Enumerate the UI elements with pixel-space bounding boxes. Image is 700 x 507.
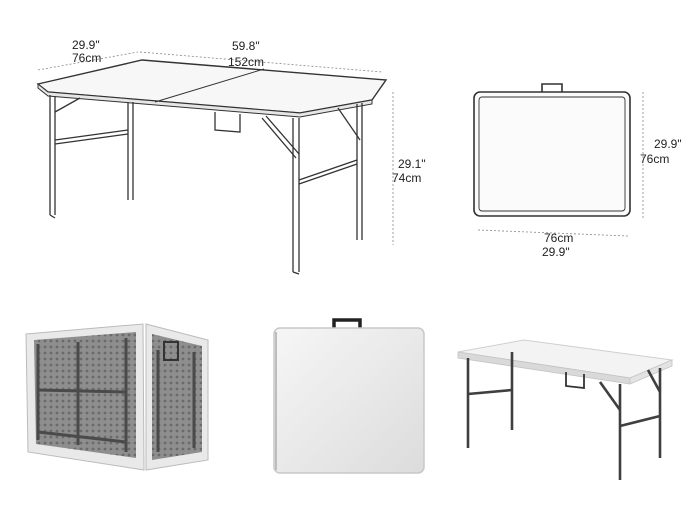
left-leg-frame	[49, 95, 134, 219]
photo-handle	[565, 372, 585, 390]
tabletop-center-seam	[154, 68, 265, 103]
folded-board	[473, 91, 631, 217]
photo-legs	[466, 352, 662, 480]
folded-width-inches-label: 29.9"	[542, 245, 570, 259]
folded-photo-board	[273, 327, 425, 474]
folded-photo-handle	[332, 318, 362, 330]
folded-width-cm-label: 76cm	[544, 231, 573, 245]
folded-table-photo-svg	[273, 318, 425, 474]
tabletop	[36, 59, 388, 114]
folded-height-inches-label: 29.9"	[654, 137, 682, 151]
steel-frame	[36, 338, 196, 452]
folded-width-dimension-line	[477, 229, 629, 237]
open-table-svg: 29.9" 76cm 59.8" 152cm 29.1" 74cm	[36, 38, 426, 275]
depth-dimension-line	[37, 51, 139, 71]
table-handle	[214, 112, 241, 133]
depth-cm-label: 76cm	[72, 51, 101, 65]
center-handle	[163, 341, 179, 361]
folded-height-cm-label: 76cm	[640, 152, 669, 166]
length-inches-label: 59.8"	[232, 39, 260, 53]
depth-inches-label: 29.9"	[72, 38, 100, 52]
half-open-table-svg	[25, 323, 209, 471]
height-inches-label: 29.1"	[398, 157, 426, 171]
folded-table-photo	[268, 314, 433, 479]
open-table-photo	[452, 330, 678, 485]
folded-table-svg: 29.9" 76cm 76cm 29.9"	[473, 83, 682, 259]
right-leg-frame	[261, 103, 363, 275]
length-dimension-line	[139, 51, 383, 73]
open-table-line-drawing: 29.9" 76cm 59.8" 152cm 29.1" 74cm	[0, 0, 426, 290]
folded-table-line-drawing: 29.9" 76cm 76cm 29.9"	[460, 70, 700, 270]
tabletop-edge	[37, 82, 373, 118]
length-cm-label: 152cm	[228, 55, 264, 69]
folded-handle	[541, 83, 563, 92]
open-table-photo-svg	[457, 339, 674, 480]
half-open-table-photo	[18, 320, 218, 475]
height-cm-label: 74cm	[392, 171, 421, 185]
